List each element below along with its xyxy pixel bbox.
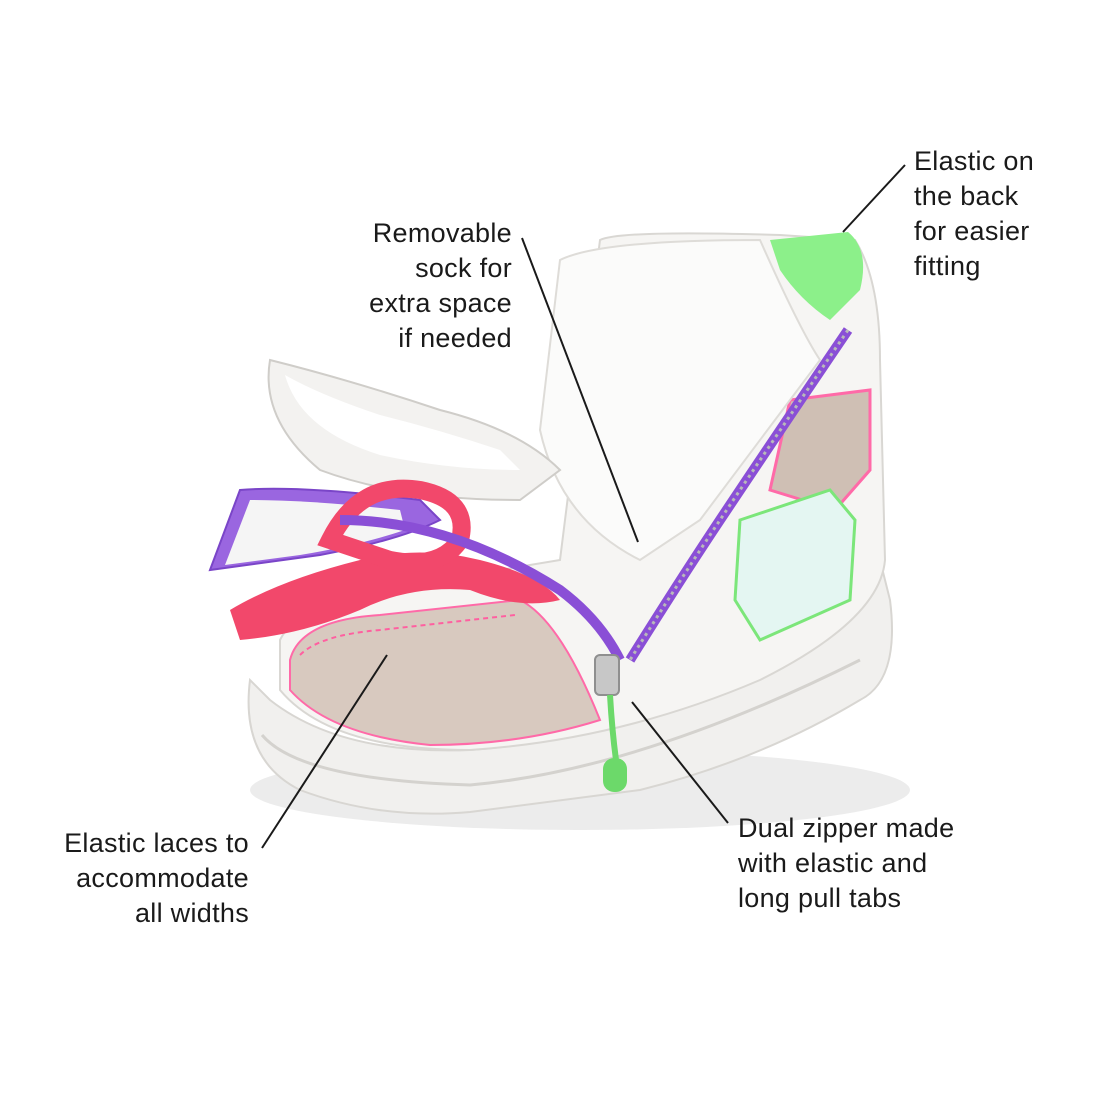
- mesh-panel: [733, 488, 857, 642]
- leader-line-zipper: [631, 701, 729, 824]
- callout-line: extra space: [369, 288, 512, 318]
- callout-elastic-back: Elastic on the back for easier fitting: [914, 144, 1094, 284]
- callout-line: sock for: [415, 253, 512, 283]
- callout-line: for easier: [914, 216, 1030, 246]
- leader-line-sock: [521, 237, 639, 543]
- callout-line: fitting: [914, 251, 981, 281]
- zipper-pull-tab: [603, 758, 627, 792]
- removable-sock: [538, 238, 822, 562]
- callout-line: Dual zipper made: [738, 813, 955, 843]
- callout-line: the back: [914, 181, 1019, 211]
- leader-line-laces: [261, 654, 388, 849]
- zipper-cord: [607, 694, 619, 761]
- zipper-slider: [594, 654, 620, 696]
- pink-laces: [230, 552, 560, 640]
- callout-line: long pull tabs: [738, 883, 902, 913]
- callout-line: accommodate: [76, 863, 249, 893]
- tongue-lining: [285, 375, 520, 470]
- sole-groove: [260, 658, 861, 787]
- toe-panel: [289, 598, 602, 747]
- callout-line: if needed: [398, 323, 512, 353]
- callout-line: Elastic on: [914, 146, 1035, 176]
- callout-removable-sock: Removable sock for extra space if needed: [300, 216, 512, 356]
- callout-line: Removable: [372, 218, 512, 248]
- toe-stitching: [299, 614, 516, 656]
- callout-elastic-laces: Elastic laces to accommodate all widths: [20, 826, 249, 931]
- leader-line-elastic-back: [842, 164, 906, 233]
- zipper-tape-upper: [339, 515, 625, 663]
- callout-line: Elastic laces to: [64, 828, 249, 858]
- callout-line: all widths: [134, 898, 249, 928]
- side-panel: [768, 388, 872, 512]
- callout-line: with elastic and: [738, 848, 928, 878]
- heel-elastic-panel: [770, 232, 864, 320]
- lace-loop: [317, 479, 471, 572]
- callout-dual-zipper: Dual zipper made with elastic and long p…: [738, 811, 1038, 916]
- zipper-tape: [625, 327, 853, 663]
